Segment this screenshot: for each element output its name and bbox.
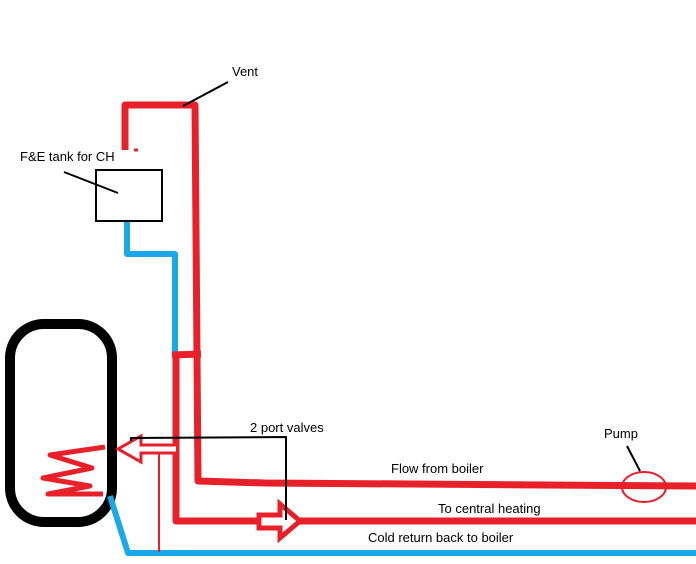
- fe-tank: [95, 169, 163, 222]
- pump-label: Pump: [604, 426, 638, 441]
- pump-pointer: [626, 445, 641, 472]
- vent-flow-pipe: [121, 101, 696, 490]
- to-ch-label: To central heating: [438, 501, 541, 516]
- cold-return-pipe: [107, 495, 696, 556]
- two-port-valve-upper: [114, 433, 176, 465]
- valves-pointer: [130, 435, 287, 520]
- cold-feed-pipe: [124, 222, 178, 356]
- valves-label: 2 port valves: [250, 420, 324, 435]
- two-port-valve-lower: [256, 498, 304, 544]
- fe-tank-pointer: [63, 171, 119, 194]
- vent-label: Vent: [232, 64, 258, 79]
- central-heating-pipe-main: [172, 355, 696, 525]
- heating-coil: [40, 444, 106, 497]
- fe-tank-label: F&E tank for CH: [20, 149, 115, 164]
- central-heating-pipe: [171, 350, 202, 359]
- cold-return-label: Cold return back to boiler: [368, 530, 514, 545]
- hot-water-cylinder: [5, 319, 117, 527]
- vent-pointer: [182, 81, 229, 107]
- pump: [621, 471, 667, 503]
- flow-label: Flow from boiler: [391, 461, 484, 476]
